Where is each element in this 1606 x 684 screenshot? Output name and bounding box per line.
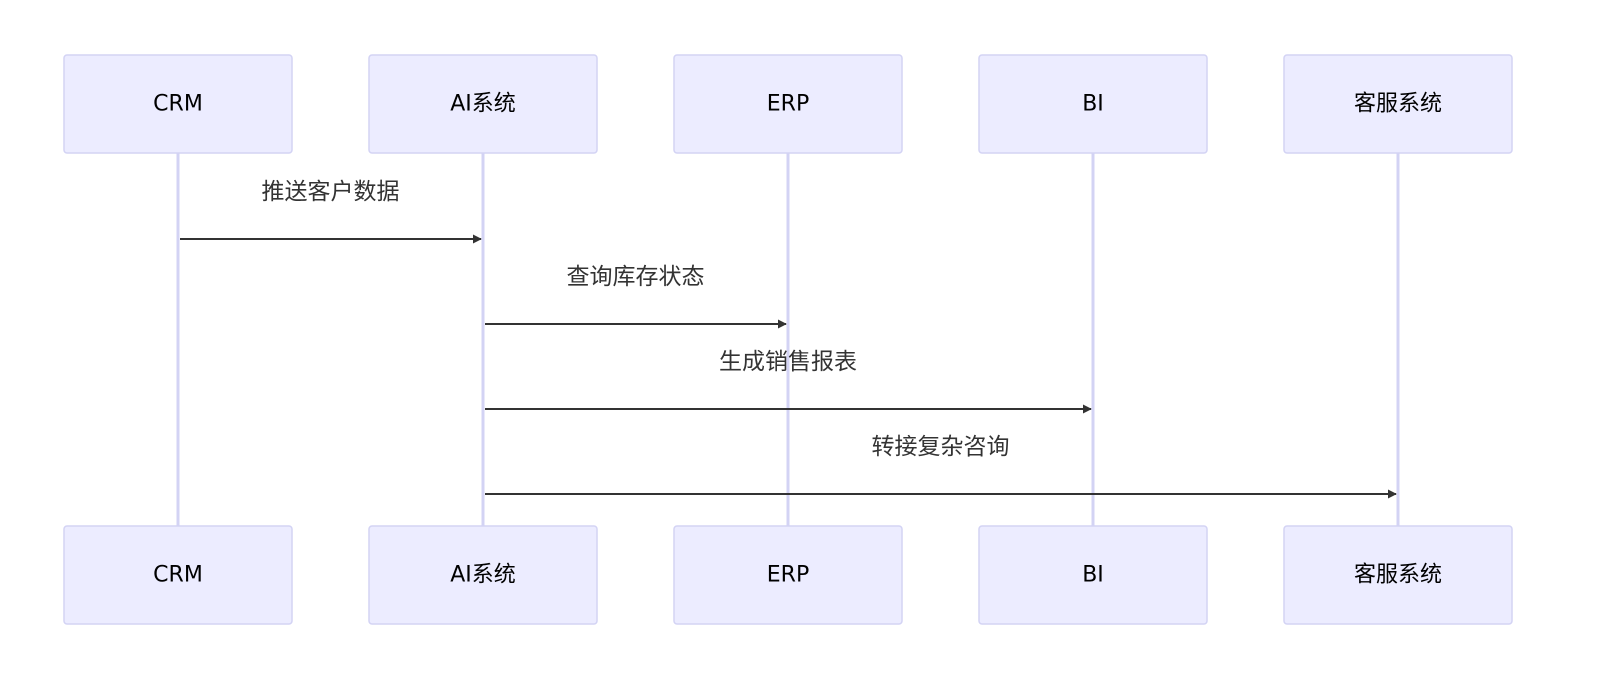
actor-top-erp: ERP bbox=[673, 54, 903, 154]
actor-bottom-crm: CRM bbox=[63, 525, 293, 625]
actor-label: AI系统 bbox=[450, 563, 516, 588]
actor-label: CRM bbox=[153, 92, 203, 117]
actor-box bbox=[63, 54, 293, 154]
actor-box bbox=[978, 54, 1208, 154]
actor-box bbox=[368, 525, 598, 625]
actor-label: 客服系统 bbox=[1354, 92, 1442, 117]
actor-label: BI bbox=[1082, 563, 1104, 588]
actor-label: AI系统 bbox=[450, 92, 516, 117]
actor-top-ai: AI系统 bbox=[368, 54, 598, 154]
actor-label: BI bbox=[1082, 92, 1104, 117]
actor-bottom-ai: AI系统 bbox=[368, 525, 598, 625]
actor-top-cs: 客服系统 bbox=[1283, 54, 1513, 154]
actor-box bbox=[1283, 54, 1513, 154]
actor-top-crm: CRM bbox=[63, 54, 293, 154]
actor-box bbox=[978, 525, 1208, 625]
actor-box bbox=[673, 54, 903, 154]
actor-box bbox=[673, 525, 903, 625]
actor-bottom-cs: 客服系统 bbox=[1283, 525, 1513, 625]
message-label: 转接复杂咨询 bbox=[872, 434, 1010, 460]
actor-label: CRM bbox=[153, 563, 203, 588]
message-crm-to-ai: 推送客户数据 bbox=[180, 179, 482, 244]
message-label: 推送客户数据 bbox=[262, 179, 400, 205]
message-ai-to-erp: 查询库存状态 bbox=[485, 264, 787, 329]
message-label: 生成销售报表 bbox=[719, 349, 857, 375]
actor-label: ERP bbox=[767, 92, 809, 117]
actor-label: ERP bbox=[767, 563, 809, 588]
actor-box bbox=[368, 54, 598, 154]
actor-top-bi: BI bbox=[978, 54, 1208, 154]
actor-bottom-erp: ERP bbox=[673, 525, 903, 625]
actor-box bbox=[63, 525, 293, 625]
message-label: 查询库存状态 bbox=[567, 264, 705, 290]
message-ai-to-bi: 生成销售报表 bbox=[485, 349, 1092, 414]
actor-label: 客服系统 bbox=[1354, 563, 1442, 588]
actor-bottom-bi: BI bbox=[978, 525, 1208, 625]
actor-box bbox=[1283, 525, 1513, 625]
message-ai-to-cs: 转接复杂咨询 bbox=[485, 434, 1397, 499]
